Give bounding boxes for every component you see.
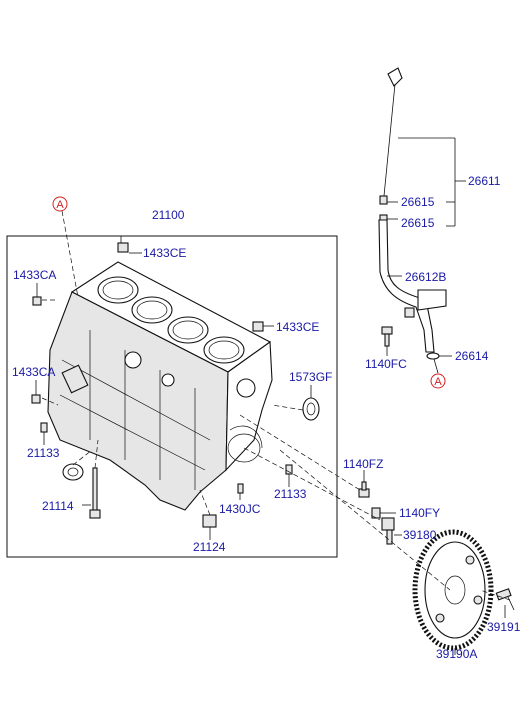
reference-mark-top-label: A bbox=[56, 199, 64, 211]
callout-plug-left-upper[interactable]: 1433CA bbox=[13, 268, 56, 282]
front-seal-part[interactable] bbox=[62, 463, 84, 481]
callout-plug-top[interactable]: 1433CE bbox=[143, 246, 186, 260]
block-bolt-1140FZ-part[interactable] bbox=[358, 481, 370, 498]
pin-right-part[interactable] bbox=[285, 464, 293, 475]
callout-guide-tube[interactable]: 26612B bbox=[405, 270, 446, 284]
plug-left-upper-part[interactable] bbox=[32, 296, 42, 306]
target-ring-part[interactable] bbox=[412, 529, 494, 651]
callout-bolt-1140FZ[interactable]: 1140FZ bbox=[343, 457, 383, 471]
pin-left-part[interactable] bbox=[40, 422, 48, 433]
callout-ring-bolt[interactable]: 39191 bbox=[487, 620, 521, 634]
callout-block[interactable]: 21100 bbox=[152, 208, 185, 222]
reference-mark-right-label: A bbox=[434, 376, 442, 388]
guide-tube-part[interactable] bbox=[378, 219, 447, 353]
plug-left-lower-part[interactable] bbox=[31, 394, 41, 404]
guide-bolt-part[interactable] bbox=[381, 326, 393, 347]
callout-rear-seal[interactable]: 1573GF bbox=[289, 370, 332, 384]
callout-oring-2[interactable]: 26615 bbox=[401, 216, 435, 230]
callout-plug-right[interactable]: 1433CE bbox=[276, 320, 319, 334]
callout-dipstick-assy[interactable]: 26611 bbox=[468, 174, 501, 188]
callout-guide-oring[interactable]: 26614 bbox=[455, 349, 489, 363]
callout-bolt-1140FY[interactable]: 1140FY bbox=[399, 506, 440, 520]
leader-lines bbox=[35, 137, 511, 655]
crank-position-sensor-part[interactable] bbox=[381, 517, 395, 545]
callout-front-seal[interactable]: 21114 bbox=[42, 499, 74, 513]
guide-oring-part[interactable] bbox=[426, 352, 440, 360]
ring-bolt-part[interactable] bbox=[495, 588, 515, 611]
callout-plug-left-lower[interactable]: 1433CA bbox=[12, 365, 55, 379]
callout-oring-1[interactable]: 26615 bbox=[401, 195, 435, 209]
bush-part[interactable] bbox=[202, 514, 217, 528]
callout-pin-left[interactable]: 21133 bbox=[27, 446, 60, 460]
callout-sensor[interactable]: 39180 bbox=[403, 528, 437, 542]
cylinder-block[interactable] bbox=[47, 261, 273, 511]
dipstick-part[interactable] bbox=[379, 67, 403, 222]
callout-pin-right[interactable]: 21133 bbox=[274, 487, 307, 501]
callout-guide-bolt[interactable]: 1140FC bbox=[365, 357, 407, 371]
pin-bottom-part[interactable] bbox=[237, 483, 244, 494]
plug-top-part[interactable] bbox=[117, 242, 129, 253]
block-group-frame bbox=[6, 235, 338, 558]
callout-bush[interactable]: 21124 bbox=[193, 540, 226, 554]
rear-seal-part[interactable] bbox=[302, 397, 320, 421]
callout-target-ring[interactable]: 39190A bbox=[436, 647, 477, 661]
block-bolt-part[interactable] bbox=[89, 467, 101, 519]
callout-pin-bottom[interactable]: 1430JC bbox=[219, 502, 261, 516]
plug-right-part[interactable] bbox=[252, 321, 264, 332]
reference-mark-top[interactable]: A bbox=[52, 196, 68, 212]
reference-mark-right[interactable]: A bbox=[430, 373, 446, 389]
